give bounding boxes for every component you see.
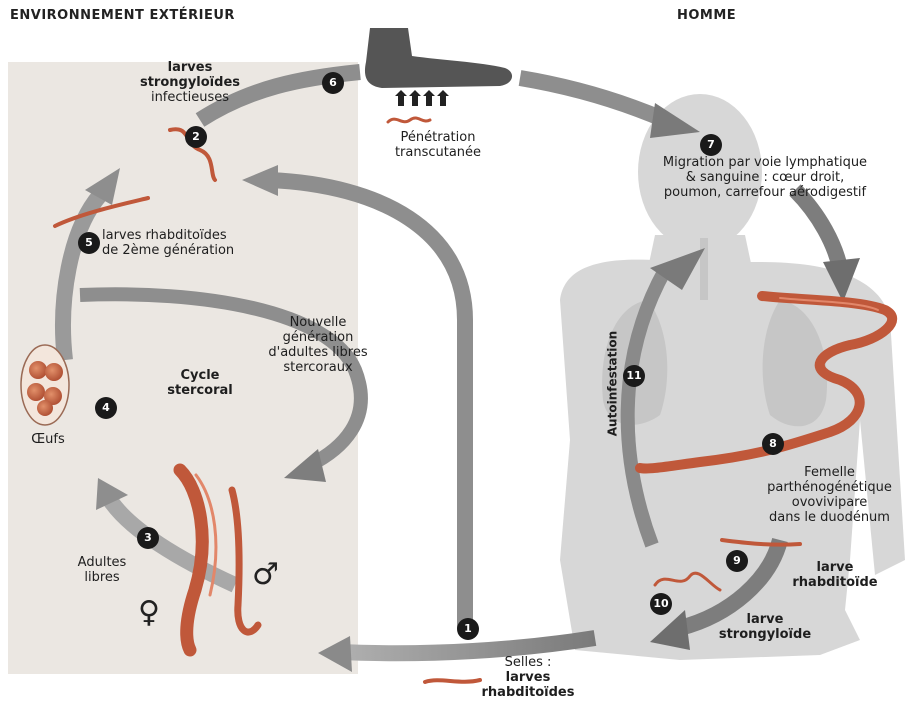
step-10-line-b: strongyloïde	[700, 627, 830, 642]
step-2-line-a: larves	[115, 60, 265, 75]
step-3-label: Adultes libres	[62, 555, 142, 585]
new-generation-line-b: génération	[248, 330, 388, 345]
step-badge-8: 8	[762, 433, 784, 455]
step-6-line-b: transcutanée	[378, 145, 498, 160]
new-generation-line-c: d'adultes libres	[248, 345, 388, 360]
step-8-label: Femelle parthénogénétique ovovivipare da…	[742, 465, 917, 525]
step-badge-4: 4	[95, 397, 117, 419]
header-human: HOMME	[677, 8, 736, 23]
step-2-label: larves strongyloïdes infectieuses	[115, 60, 265, 105]
step-5-line-a: larves rhabditoïdes	[102, 228, 302, 243]
step-8-line-b: parthénogénétique	[742, 480, 917, 495]
step-1-line-a: Selles :	[468, 655, 588, 670]
step-5-label: larves rhabditoïdes de 2ème génération	[102, 228, 302, 258]
step-8-line-c: ovovivipare	[742, 495, 917, 510]
header-environment: ENVIRONNEMENT EXTÉRIEUR	[10, 8, 235, 23]
step-badge-6: 6	[322, 72, 344, 94]
step-badge-9: 9	[726, 550, 748, 572]
penetration-arrows	[395, 90, 449, 106]
female-symbol: ♀	[138, 598, 160, 628]
step-1-line-c: rhabditoïdes	[468, 685, 588, 700]
cycle-line-a: Cycle	[150, 368, 250, 383]
new-generation-line-a: Nouvelle	[248, 315, 388, 330]
step-badge-1: 1	[457, 618, 479, 640]
new-generation-line-d: stercoraux	[248, 360, 388, 375]
step-6-label: Pénétration transcutanée	[378, 130, 498, 160]
step-11-label: Autoinfestation	[606, 329, 621, 439]
step-4-label: Œufs	[18, 432, 78, 447]
step-badge-11: 11	[623, 365, 645, 387]
step-1-label: Selles : larves rhabditoïdes	[468, 655, 588, 700]
step-6-line-a: Pénétration	[378, 130, 498, 145]
step-badge-3: 3	[137, 527, 159, 549]
step-9-line-a: larve	[780, 560, 890, 575]
step-1-line-b: larves	[468, 670, 588, 685]
step-5-line-b: de 2ème génération	[102, 243, 302, 258]
step-9-label: larve rhabditoïde	[780, 560, 890, 590]
step-badge-10: 10	[650, 593, 672, 615]
step-3-line-a: Adultes	[62, 555, 142, 570]
foot	[365, 28, 512, 88]
eggs-illustration	[21, 345, 69, 425]
step-8-line-d: dans le duodénum	[742, 510, 917, 525]
step-10-line-a: larve	[700, 612, 830, 627]
step-7-line-b: & sanguine : cœur droit,	[615, 170, 915, 185]
step-8-line-a: Femelle	[742, 465, 917, 480]
step-badge-7: 7	[700, 134, 722, 156]
step-2-line-c: infectieuses	[115, 90, 265, 105]
male-symbol: ♂	[252, 560, 279, 590]
step-badge-2: 2	[185, 126, 207, 148]
cycle-line-b: stercoral	[150, 383, 250, 398]
step-7-line-a: Migration par voie lymphatique	[615, 155, 915, 170]
step-2-line-b: strongyloïdes	[115, 75, 265, 90]
cycle-stercoral-label: Cycle stercoral	[150, 368, 250, 398]
step-badge-5: 5	[78, 232, 100, 254]
step-3-line-b: libres	[62, 570, 142, 585]
step-10-label: larve strongyloïde	[700, 612, 830, 642]
step-7-label: Migration par voie lymphatique & sanguin…	[615, 155, 915, 200]
new-generation-label: Nouvelle génération d'adultes libres ste…	[248, 315, 388, 375]
step-7-line-c: poumon, carrefour aérodigestif	[615, 185, 915, 200]
step-9-line-b: rhabditoïde	[780, 575, 890, 590]
